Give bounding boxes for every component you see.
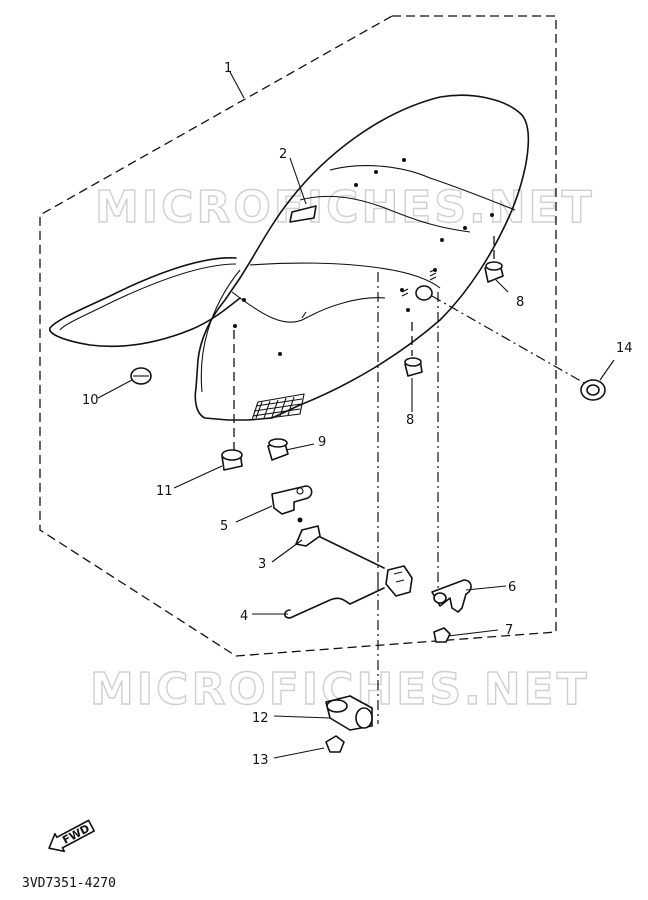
watermark-bottom: MICROFICHES.NET <box>90 664 590 715</box>
callout-8-lower: 8 <box>406 413 414 428</box>
lock-lever <box>385 565 413 597</box>
seat-assembly <box>49 94 530 421</box>
plate-6 <box>431 579 472 613</box>
nut-13 <box>325 735 345 753</box>
cap-14 <box>580 379 606 401</box>
cable-4 <box>283 587 385 619</box>
assembly-boundary <box>39 15 557 657</box>
callout-10: 10 <box>82 393 99 408</box>
bracket-5 <box>271 485 313 523</box>
damper-10 <box>130 367 152 385</box>
callout-4: 4 <box>240 609 248 624</box>
callout-leaders <box>97 71 615 759</box>
damper-9 <box>267 438 289 461</box>
fwd-arrow-icon: FWD <box>48 819 96 853</box>
callout-8-upper: 8 <box>516 295 524 310</box>
callout-1: 1 <box>224 61 232 76</box>
callout-5: 5 <box>220 519 228 534</box>
damper-11 <box>221 449 243 471</box>
lock-cylinder-12 <box>325 695 373 731</box>
callout-3: 3 <box>258 557 266 572</box>
callout-6: 6 <box>508 580 516 595</box>
diagram-code: 3VD7351-4270 <box>22 876 116 891</box>
callout-12: 12 <box>252 711 269 726</box>
callout-9: 9 <box>318 435 326 450</box>
nut-7 <box>433 627 451 643</box>
callout-14: 14 <box>616 341 633 356</box>
fwd-label: FWD <box>60 822 92 847</box>
callout-7: 7 <box>505 623 513 638</box>
leader-lock-to-14 <box>431 295 587 385</box>
callout-2: 2 <box>279 147 287 162</box>
damper-8a <box>484 261 504 283</box>
callout-11: 11 <box>156 484 173 499</box>
damper-8b <box>404 357 423 377</box>
rod-3 <box>295 525 385 569</box>
callout-13: 13 <box>252 753 269 768</box>
